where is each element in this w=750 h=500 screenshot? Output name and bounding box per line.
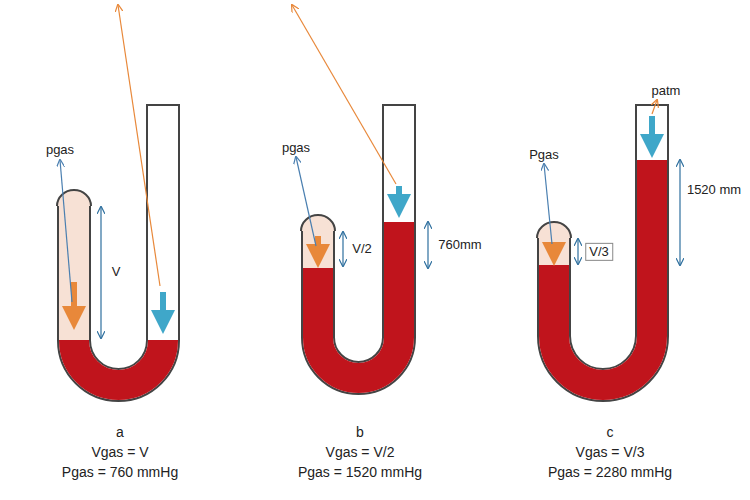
panel-letter: c [605, 425, 616, 440]
volume-label: V [110, 265, 123, 279]
volume-label: V/2 [350, 242, 374, 256]
pressure-caption: Pgas = 2280 mmHg [546, 465, 674, 480]
tube-b [301, 105, 416, 378]
pressure-caption: Pgas = 1520 mmHg [296, 465, 424, 480]
volume-caption: Vgas = V [89, 445, 150, 460]
leader-lines [60, 5, 657, 302]
pressure-arrows [74, 116, 652, 322]
pressure-label: Pgas [527, 148, 561, 162]
volume-label: V/3 [585, 243, 613, 261]
pressure-label: pgas [44, 143, 76, 157]
volume-caption: Vgas = V/2 [324, 445, 397, 460]
volume-caption: Vgas = V/3 [574, 445, 647, 460]
panel-letter: b [354, 425, 366, 440]
pressure-label: pgas [280, 141, 312, 155]
pressure-caption: Pgas = 760 mmHg [60, 465, 180, 480]
pressure-label: patm [650, 84, 683, 98]
panel-letter: a [114, 425, 126, 440]
dimension-arrows [101, 160, 680, 338]
dimension-label: 760mm [436, 238, 483, 252]
dimension-label: 1520 mm [685, 183, 743, 197]
